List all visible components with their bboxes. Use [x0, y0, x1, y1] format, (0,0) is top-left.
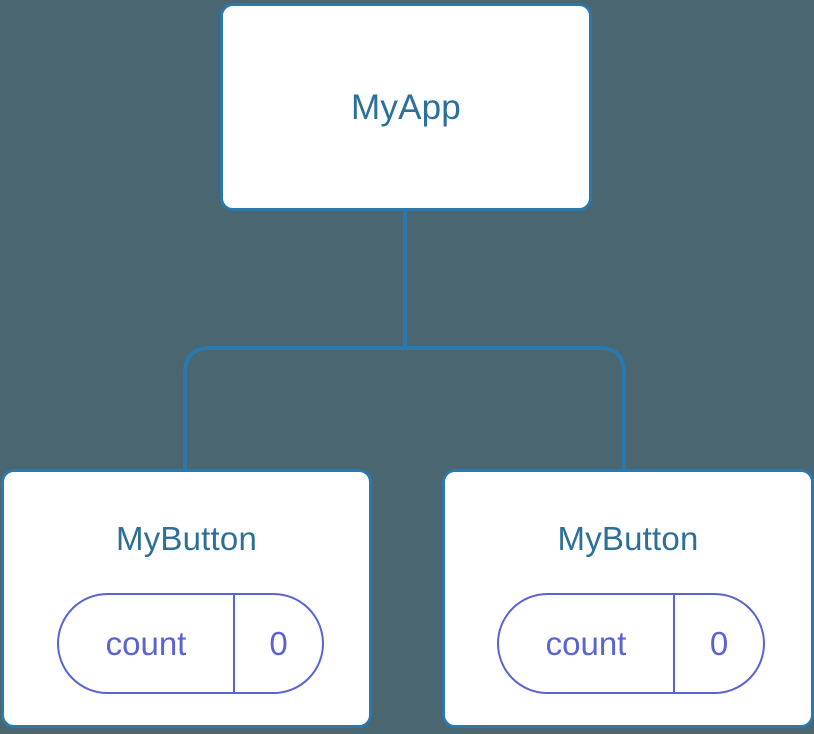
node-myapp[interactable]: MyApp	[220, 3, 592, 211]
prop-key: count	[59, 595, 235, 692]
node-title: MyButton	[116, 520, 257, 557]
prop-pill-count[interactable]: count 0	[57, 593, 324, 694]
edge-root-to-right-child	[403, 210, 626, 470]
prop-key: count	[499, 595, 675, 692]
node-mybutton-left[interactable]: MyButton count 0	[1, 469, 372, 728]
prop-value: 0	[269, 625, 288, 662]
node-mybutton-right[interactable]: MyButton count 0	[442, 469, 814, 728]
edge-root-to-left-child	[183, 210, 407, 470]
prop-pill-count[interactable]: count 0	[497, 593, 765, 694]
node-title: MyApp	[351, 87, 461, 127]
prop-value: 0	[709, 625, 729, 662]
node-title: MyButton	[557, 520, 699, 557]
